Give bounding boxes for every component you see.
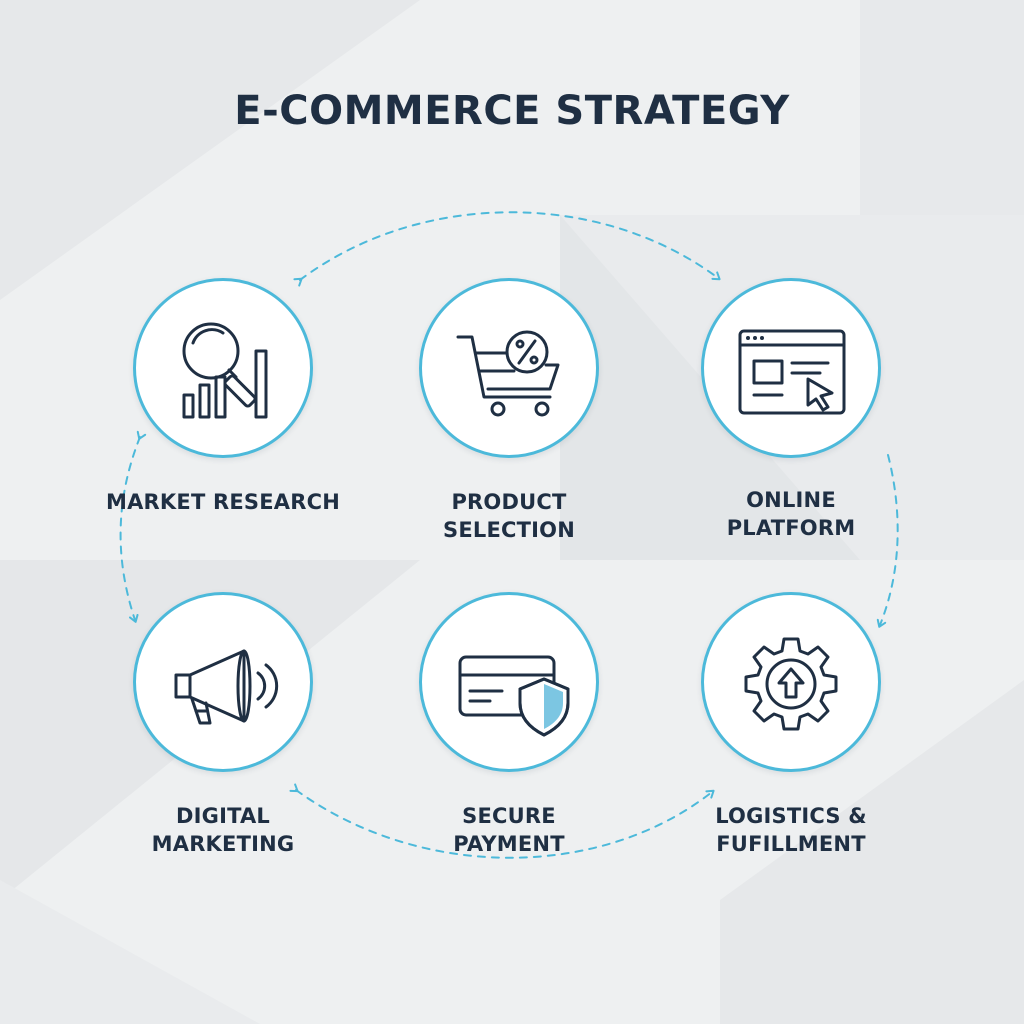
product-selection-label: PRODUCT SELECTION — [443, 490, 575, 542]
logistics-label: LOGISTICS & FUFILLMENT — [715, 804, 867, 856]
market-research-node — [133, 278, 313, 458]
credit-card-shield-icon — [458, 655, 570, 737]
digital-marketing-label: DIGITAL MARKETING — [151, 804, 295, 856]
connector-left — [119, 430, 147, 623]
magnifier-bar-chart-icon — [182, 322, 268, 419]
market-research-label: MARKET RESEARCH — [106, 490, 340, 514]
connector-top-arc — [293, 211, 721, 287]
connector-bottom-arc — [289, 783, 715, 859]
online-platform-label: ONLINE PLATFORM — [726, 488, 856, 540]
product-selection-node — [419, 278, 599, 458]
gear-upload-icon — [744, 637, 838, 731]
megaphone-icon — [174, 649, 279, 725]
secure-payment-label: SECURE PAYMENT — [453, 804, 565, 856]
browser-window-cursor-icon — [738, 329, 846, 415]
page-title: E-COMMERCE STRATEGY — [234, 88, 790, 134]
connector-right — [876, 454, 899, 628]
digital-marketing-node — [133, 592, 313, 772]
secure-payment-node — [419, 592, 599, 772]
shopping-cart-percent-icon — [456, 330, 560, 417]
online-platform-node — [701, 278, 881, 458]
logistics-node — [701, 592, 881, 772]
